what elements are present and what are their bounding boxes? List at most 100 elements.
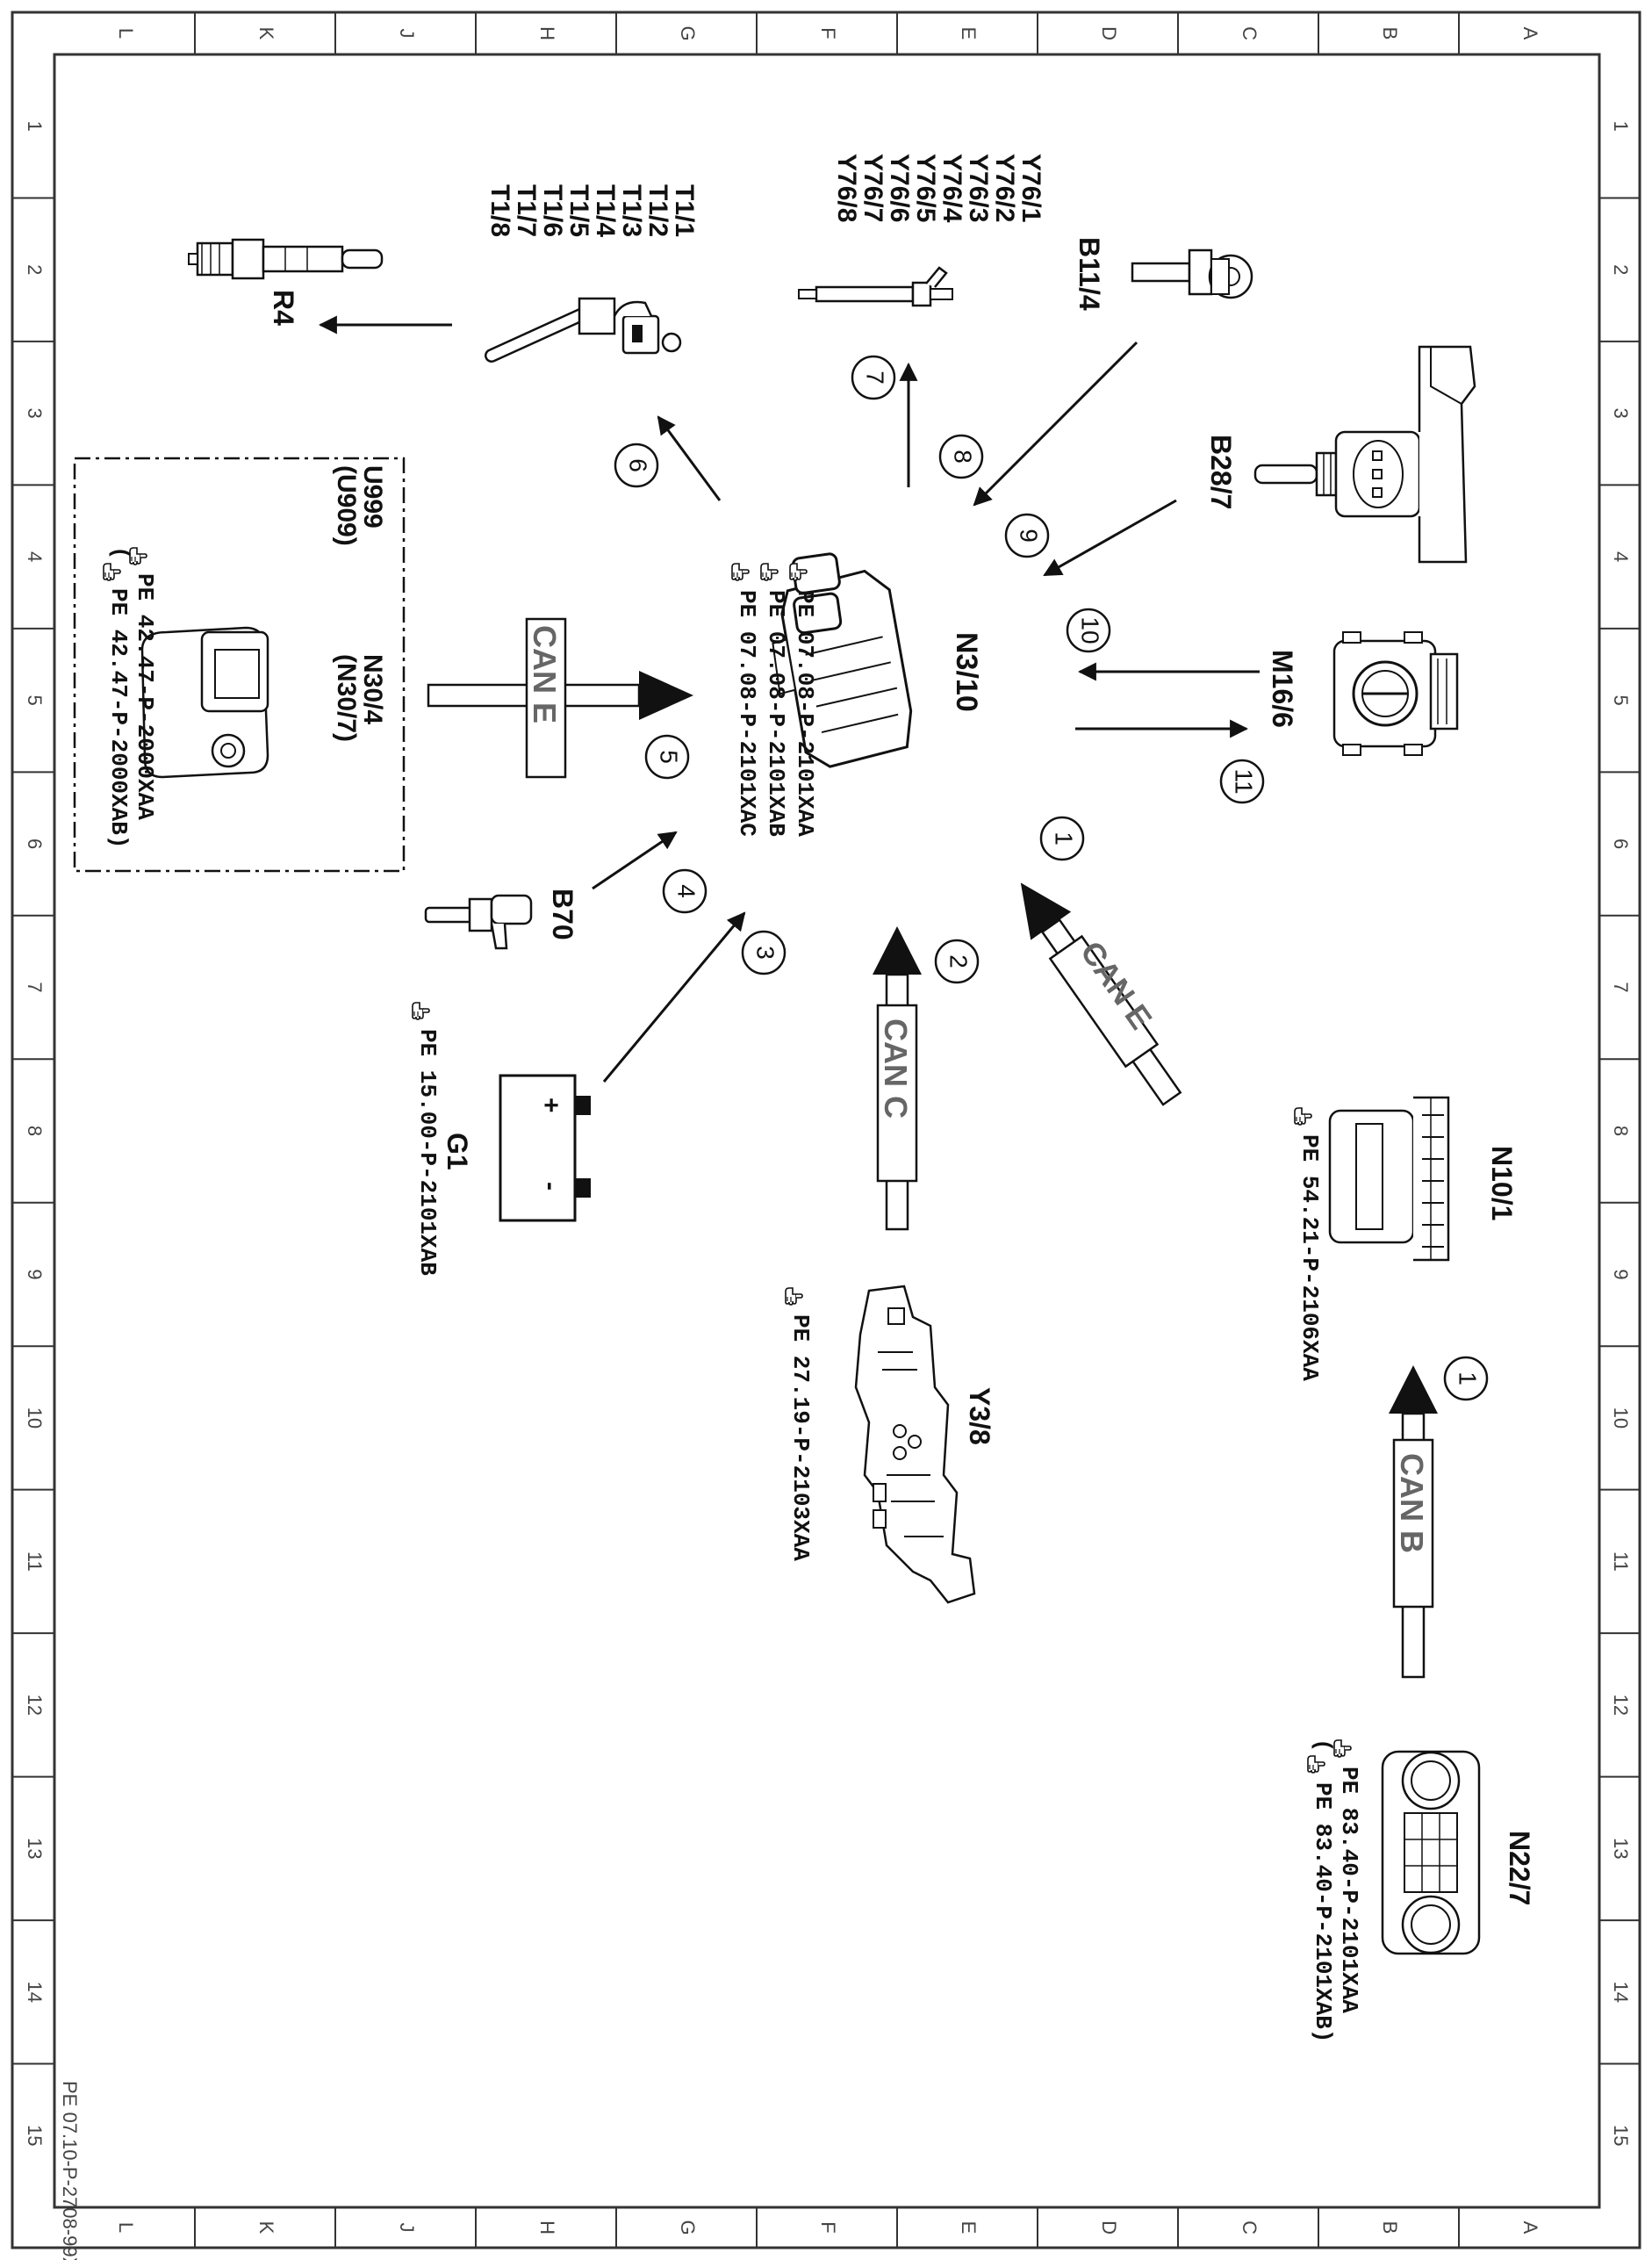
y76-label-2: Y76/2 <box>990 154 1019 222</box>
t1-ignition-coils[interactable]: T1/1 T1/2 T1/3 T1/4 T1/5 T1/6 T1/7 T1/8 <box>485 184 699 363</box>
callout-number: 1 <box>1443 1356 1489 1401</box>
frame-letter: E <box>958 2221 980 2235</box>
b11-4-coolant-temperature-sensor[interactable]: B11/4 <box>1074 237 1253 311</box>
frame-number: 3 <box>1610 408 1632 419</box>
frame-number: 8 <box>1610 1126 1632 1136</box>
y76-label-5: Y76/5 <box>911 154 940 222</box>
frame-number: 7 <box>24 982 46 992</box>
frame-letter: H <box>536 26 558 40</box>
frame-number: 10 <box>24 1407 46 1429</box>
t1-label-3: T1/3 <box>617 184 646 237</box>
b70-label: B70 <box>547 889 578 940</box>
svg-text:7: 7 <box>862 371 889 385</box>
arrow-6 <box>657 415 722 501</box>
m16-6-throttle-valve-actuator[interactable]: M16/6 <box>1267 631 1459 756</box>
connector-module-icon <box>1328 1096 1450 1262</box>
g1-battery[interactable]: + - G1 PE 15.00-P-2101XAB <box>412 1002 591 1276</box>
n30-4-esp-control-unit[interactable]: U999 (U909) N30/4 (N30/7) PE 42.47-P-200… <box>73 457 406 873</box>
g1-ref: PE 15.00-P-2101XAB <box>414 1029 441 1276</box>
can-e-bus-right: CAN E <box>1020 882 1182 1106</box>
frame-letter: C <box>1239 2220 1261 2235</box>
n30-4-ref-paren: ( <box>107 546 133 560</box>
frame-number: 8 <box>24 1126 46 1136</box>
svg-text:5: 5 <box>656 750 683 764</box>
callout-number: 2 <box>934 939 980 984</box>
ecu-icon <box>772 552 913 768</box>
reference-hand-icon <box>412 1002 430 1020</box>
frame-number: 15 <box>24 2125 46 2146</box>
ignition-coil-icon <box>485 297 682 363</box>
n3-10-engine-control-unit[interactable]: N3/10 PE 07.08-P-2101XAA PE 07.08-P-2101… <box>731 546 983 838</box>
callout-number: 1 <box>1039 816 1085 861</box>
svg-text:10: 10 <box>1077 616 1104 644</box>
y76-label-7: Y76/7 <box>858 154 887 222</box>
frame-number: 5 <box>24 695 46 705</box>
svg-text:3: 3 <box>752 946 779 960</box>
callout-number: 3 <box>741 930 786 975</box>
svg-text:2: 2 <box>945 954 973 968</box>
t1-label-5: T1/5 <box>564 184 593 237</box>
frame-number: 12 <box>24 1695 46 1716</box>
svg-text:4: 4 <box>673 884 700 898</box>
callout-number: 4 <box>662 868 707 914</box>
y3-8-transmission-control-unit[interactable]: Y3/8 PE 27.19-P-2103XAA <box>785 1285 995 1604</box>
n3-10-ref-1: PE 07.08-P-2101XAA <box>792 590 818 837</box>
y3-8-label: Y3/8 <box>964 1387 995 1445</box>
callout-number: 7 <box>851 355 896 400</box>
svg-text:1: 1 <box>1454 1371 1482 1386</box>
n10-1-ref: PE 54.21-P-2106XAA <box>1296 1134 1323 1381</box>
n22-7-climate-control-unit[interactable]: N22/7 PE 83.40-P-2101XAA ( PE 83.40-P-21… <box>1307 1738 1535 2042</box>
temperature-sensor-icon <box>1131 248 1253 299</box>
b11-4-label: B11/4 <box>1074 237 1105 311</box>
y76-fuel-injectors[interactable]: Y76/1 Y76/2 Y76/3 Y76/4 Y76/5 Y76/6 Y76/… <box>798 154 1045 307</box>
frame-letter: H <box>536 2220 558 2235</box>
n22-7-refs: PE 83.40-P-2101XAA ( PE 83.40-P-2101XAB) <box>1307 1738 1362 2042</box>
g1-label: G1 <box>442 1133 473 1170</box>
climate-control-panel-icon <box>1381 1750 1481 1955</box>
spark-plug-icon <box>188 238 384 280</box>
frame-number: 13 <box>24 1838 46 1859</box>
can-b-bus: CAN B <box>1389 1365 1438 1679</box>
m16-6-label: M16/6 <box>1267 650 1298 728</box>
can-e-bus-left: CAN E <box>427 617 693 779</box>
reference-hand-icon <box>1307 1755 1325 1774</box>
y76-label-1: Y76/1 <box>1016 154 1045 222</box>
n3-10-label: N3/10 <box>950 632 983 712</box>
t1-label-1: T1/1 <box>670 184 699 237</box>
y76-label-4: Y76/4 <box>937 154 966 223</box>
frame-letter: K <box>255 2221 277 2235</box>
b70-crankshaft-position-sensor[interactable]: B70 <box>424 889 578 950</box>
n10-1-sam-control-unit[interactable]: N10/1 PE 54.21-P-2106XAA <box>1294 1096 1518 1381</box>
frame-letter: B <box>1379 27 1401 40</box>
throttle-body-icon <box>1332 631 1459 756</box>
frame-letter: A <box>1519 2221 1541 2235</box>
frame-letter: F <box>817 2221 839 2233</box>
n22-7-ref-2: PE 83.40-P-2101XAB) <box>1310 1782 1336 2042</box>
n3-10-ref-3: PE 07.08-P-2101XAC <box>734 590 760 837</box>
callout-number: 6 <box>614 443 659 488</box>
reference-hand-icon <box>1294 1107 1312 1126</box>
frame-letter: B <box>1379 2221 1401 2235</box>
t1-label-2: T1/2 <box>643 184 672 237</box>
can-e-left-label: CAN E <box>527 625 563 723</box>
b28-7-pressure-sensor[interactable]: B28/7 <box>1205 345 1476 564</box>
n22-7-label: N22/7 <box>1504 1831 1535 1905</box>
esp-unit-icon <box>140 626 269 779</box>
frame-letter: F <box>817 27 839 39</box>
frame-number: 13 <box>1610 1838 1632 1859</box>
n30-7-label: (N30/7) <box>332 654 361 742</box>
frame-number: 1 <box>24 121 46 132</box>
battery-plus: + <box>536 1098 565 1113</box>
n3-10-ref-2: PE 07.08-P-2101XAB <box>763 590 789 837</box>
n10-1-label: N10/1 <box>1486 1146 1518 1220</box>
r4-spark-plug[interactable]: R4 <box>188 238 384 326</box>
n30-4-ref-1: PE 42.47-P-2000XAA <box>132 573 158 820</box>
frame-letter: E <box>958 27 980 40</box>
n3-10-refs: PE 07.08-P-2101XAA PE 07.08-P-2101XAB PE… <box>731 563 818 837</box>
frame-number: 9 <box>1610 1269 1632 1279</box>
